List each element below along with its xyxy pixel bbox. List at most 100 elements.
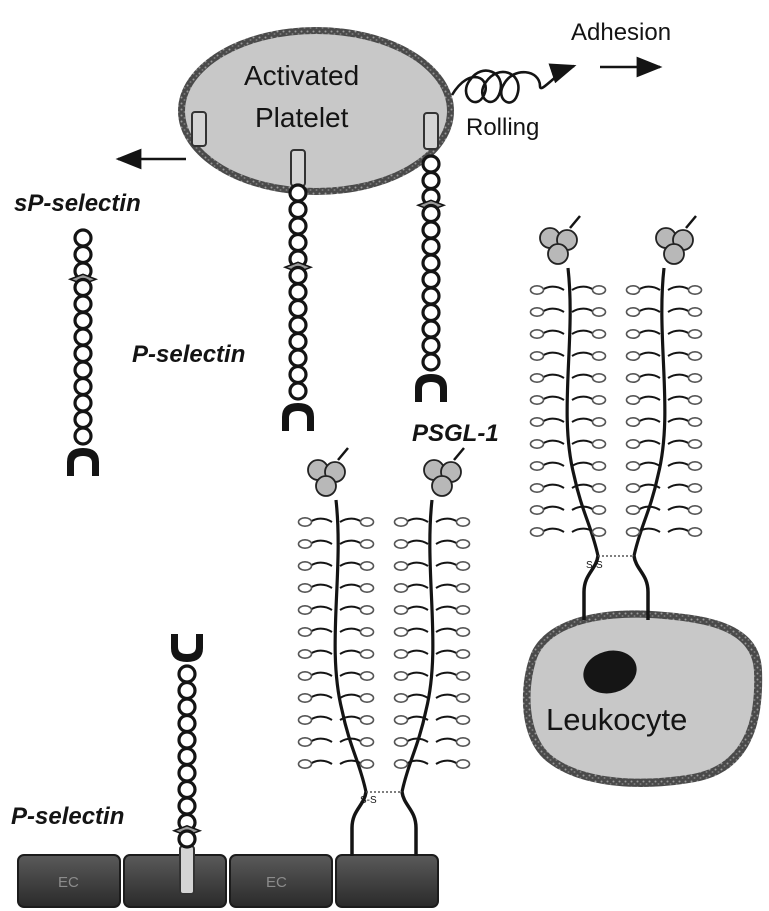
psgl1-endothelial-glycan-sugar — [361, 628, 374, 636]
p-selectin-platelet-right-bead — [423, 206, 439, 222]
p-selectin-platelet-right-bead — [423, 239, 439, 255]
psgl1-endothelial-glycan-sugar — [299, 562, 312, 570]
psgl1-leukocyte-glycan-sugar — [689, 418, 702, 426]
psgl1-endothelial-glycan-chain — [406, 607, 428, 610]
sp-selectin-soluble-bead — [75, 313, 91, 329]
psgl1-endothelial-glycan-chain — [436, 739, 458, 742]
psgl1-leukocyte-glycan-sugar — [593, 374, 606, 382]
psgl1-endothelial-glycan-chain — [436, 651, 458, 654]
psgl1-endothelial-glycan-chain — [310, 651, 332, 654]
psgl1-endothelial-glycan-chain — [436, 585, 458, 588]
psgl1-leukocyte-glycan-chain — [668, 353, 690, 356]
p-selectin-platelet-middle-bead — [290, 367, 306, 383]
disulfide-label-1: S-S — [360, 796, 377, 806]
p-selectin-endothelial-anchor — [180, 846, 194, 894]
psgl1-leukocyte-glycan-chain — [542, 485, 564, 488]
psgl1-endothelial-stem-right — [402, 792, 416, 856]
psgl1-leukocyte-glycan-chain — [542, 507, 564, 510]
psgl1-endothelial-glycan-sugar — [457, 584, 470, 592]
psgl1-leukocyte-glycan-chain — [542, 353, 564, 356]
rolling-coil — [452, 66, 574, 102]
psgl1-endothelial-glycan-sugar — [395, 738, 408, 746]
psgl1-leukocyte-glycan-sugar — [689, 528, 702, 536]
psgl1-leukocyte-glycan-chain — [638, 331, 660, 334]
psgl1-leukocyte-glycan-chain — [668, 309, 690, 312]
psgl1-leukocyte-glycan-sugar — [531, 396, 544, 404]
psgl1-endothelial-glycan-chain — [406, 563, 428, 566]
psgl1-endothelial-glycan-sugar — [299, 672, 312, 680]
psgl1-endothelial-glycan-sugar — [361, 562, 374, 570]
p-selectin-endothelial-bead — [179, 699, 195, 715]
psgl1-leukocyte-glycan-chain — [542, 419, 564, 422]
psgl1-leukocyte-glycan-chain — [638, 419, 660, 422]
psgl1-endothelial-glycan-chain — [406, 629, 428, 632]
psgl1-endothelial-glycan-chain — [340, 629, 362, 632]
psgl1-endothelial-glycan-sugar — [395, 606, 408, 614]
psgl1-leukocyte-glycan-sugar — [689, 396, 702, 404]
p-selectin-platelet-middle-bead — [290, 235, 306, 251]
psgl1-leukocyte-sulfated-terminus — [548, 244, 568, 264]
p-selectin-platelet-middle-bead — [290, 334, 306, 350]
psgl1-endothelial-glycan-chain — [436, 563, 458, 566]
psgl1-leukocyte-glycan-chain — [638, 441, 660, 444]
psgl1-leukocyte-glycan-chain — [542, 441, 564, 444]
psgl1-leukocyte-glycan-chain — [572, 463, 594, 466]
psgl1-endothelial-glycan-chain — [310, 563, 332, 566]
psgl1-endothelial-terminal-tail — [338, 448, 348, 460]
psgl1-endothelial-glycan-chain — [340, 651, 362, 654]
psgl1-leukocyte-glycan-sugar — [689, 374, 702, 382]
psgl1-endothelial-glycan-chain — [406, 585, 428, 588]
p-selectin-endothelial-bead — [179, 798, 195, 814]
psgl1-leukocyte-glycan-sugar — [627, 484, 640, 492]
psgl1-leukocyte-glycan-sugar — [593, 418, 606, 426]
psgl1-leukocyte-glycan-sugar — [689, 440, 702, 448]
p-selectin-endothelial-lectin-domain — [171, 634, 203, 662]
psgl1-endothelial-sulfated-terminus — [432, 476, 452, 496]
psgl1-endothelial-glycan-chain — [310, 519, 332, 522]
p-selectin-endothelial-bead — [179, 683, 195, 699]
psgl1-endothelial-glycan-sugar — [395, 518, 408, 526]
p-selectin-platelet-right-bead — [423, 305, 439, 321]
p-selectin-endothelial-bead — [179, 749, 195, 765]
disulfide-label-2: S-S — [586, 561, 603, 571]
psgl1-leukocyte-glycan-sugar — [593, 308, 606, 316]
psgl1-endothelial-glycan-sugar — [457, 694, 470, 702]
psgl1-leukocyte-terminal-tail — [570, 216, 580, 228]
psgl1-leukocyte-glycan-chain — [542, 331, 564, 334]
psgl1-endothelial-glycan-chain — [436, 695, 458, 698]
psgl1-leukocyte-glycan-sugar — [627, 330, 640, 338]
psgl1-endothelial-glycan-chain — [340, 585, 362, 588]
sp-selectin-soluble-bead — [75, 412, 91, 428]
psgl1-endothelial-glycan-chain — [406, 651, 428, 654]
psgl1-leukocyte-glycan-chain — [572, 375, 594, 378]
p-selectin-platelet-right-bead — [423, 272, 439, 288]
psgl1-endothelial-glycan-sugar — [395, 628, 408, 636]
p-selectin-endothelial-bead — [179, 666, 195, 682]
psgl1-leukocyte-glycan-sugar — [689, 308, 702, 316]
psgl1-endothelial-glycan-sugar — [457, 738, 470, 746]
p-selectin-platelet-right-bead — [423, 354, 439, 370]
psgl1-leukocyte-glycan-sugar — [531, 374, 544, 382]
psgl1-endothelial-glycan-chain — [340, 563, 362, 566]
psgl1-endothelial-glycan-chain — [340, 607, 362, 610]
psgl1-endothelial-glycan-sugar — [361, 694, 374, 702]
psgl1-leukocyte-glycan-chain — [572, 331, 594, 334]
sp-selectin-soluble-bead — [75, 296, 91, 312]
p-selectin-platelet-middle-bead — [290, 383, 306, 399]
sp-selectin-soluble-bead — [75, 346, 91, 362]
psgl1-endothelial-glycan-sugar — [299, 540, 312, 548]
psgl1-endothelial-glycan-chain — [406, 695, 428, 698]
psgl1-endothelial-glycan-chain — [310, 607, 332, 610]
psgl1-leukocyte-glycan-chain — [572, 441, 594, 444]
p-selectin-endothelium-label: P-selectin — [11, 805, 124, 829]
ec-label-1: EC — [58, 874, 79, 891]
psgl1-endothelial-glycan-chain — [310, 717, 332, 720]
p-selectin-platelet-middle-bead — [290, 268, 306, 284]
psgl1-endothelial-glycan-sugar — [395, 562, 408, 570]
psgl1-leukocyte-glycan-chain — [638, 397, 660, 400]
psgl1-endothelial-glycan-sugar — [457, 562, 470, 570]
psgl1-endothelial-glycan-sugar — [457, 518, 470, 526]
psgl1-leukocyte-glycan-sugar — [593, 352, 606, 360]
psgl1-leukocyte-glycan-sugar — [593, 330, 606, 338]
psgl1-leukocyte-glycan-chain — [668, 485, 690, 488]
